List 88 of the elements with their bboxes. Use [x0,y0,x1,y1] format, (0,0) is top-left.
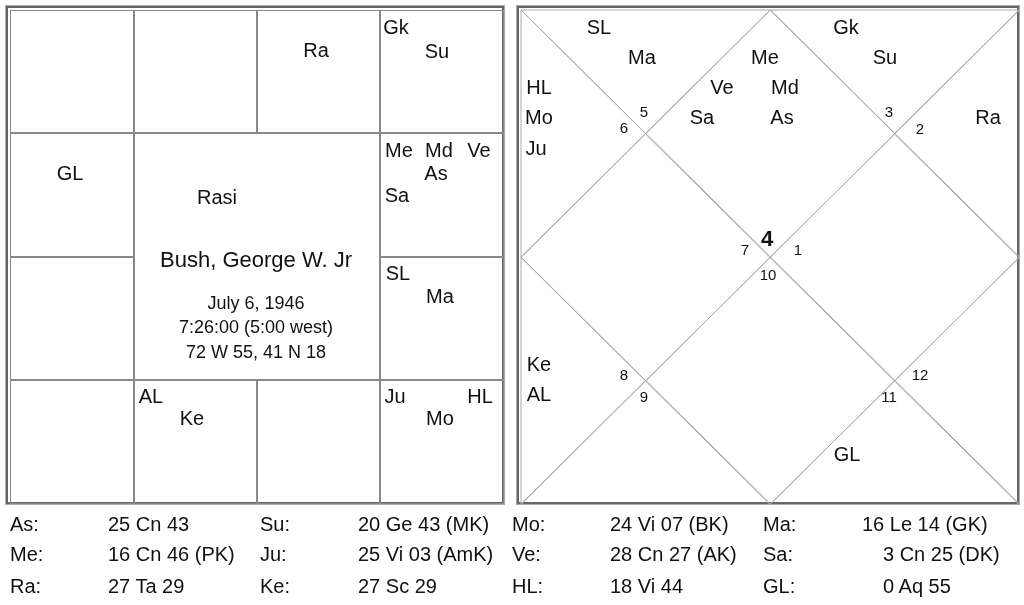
planet-label: HL [467,385,493,407]
planet-label: Ve [710,76,734,98]
planet-label: Me [385,139,413,161]
house-cell [10,133,134,257]
planet-label: Ma [426,285,454,307]
planet-label: Su [872,46,898,68]
house-number: 1 [793,241,803,259]
house-cell [257,10,380,133]
planet-key: Ve: [512,542,541,566]
planet-label: Md [771,76,799,98]
planet-label: Ke [526,353,552,375]
position-value: 27 Sc 29 [358,574,437,598]
house-cell [10,257,134,380]
house-number: 5 [639,103,649,121]
house-number: 11 [881,388,897,406]
house-number: 10 [759,266,777,284]
planet-key: Ju: [260,542,287,566]
position-value: 16 Le 14 (GK) [862,512,988,536]
house-number: 12 [911,366,929,384]
house-cell [257,380,380,504]
birth-details: 72 W 55, 41 N 18 [185,343,327,363]
planet-key: Ra: [10,574,42,598]
planet-key: As: [10,512,39,536]
house-number: 2 [915,120,925,138]
planet-key: Me: [10,542,44,566]
house-cell [380,257,504,380]
planet-label: Gk [833,16,859,38]
house-cell [380,380,504,504]
position-value: 0 Aq 55 [883,574,951,598]
house-cell [10,10,134,133]
planet-label: Su [424,40,450,62]
planet-label: AL [138,385,164,407]
house-cell [10,380,134,504]
planet-label: Sa [689,106,715,128]
planet-key: HL: [512,574,544,598]
position-value: 28 Cn 27 (AK) [610,542,737,566]
chart-frame [517,6,1019,504]
planet-label: Me [751,46,779,68]
position-value: 3 Cn 25 (DK) [883,542,1000,566]
position-value: 18 Vi 44 [610,574,684,598]
house-cell [134,380,257,504]
house-cell [380,10,504,133]
birth-details: 7:26:00 (5:00 west) [178,318,334,338]
planet-label: As [770,106,794,128]
house-cell [380,133,504,257]
planet-key: GL: [763,574,796,598]
position-value: 16 Cn 46 (PK) [108,542,235,566]
position-value: 25 Cn 43 [108,512,190,536]
planet-label: Sa [384,184,410,206]
chart-title: Rasi [197,186,237,208]
planet-label: Ra [975,106,1001,128]
planet-label: Gk [383,16,409,38]
house-number: 6 [619,119,629,137]
house-number: 9 [639,388,649,406]
planet-label: Ju [384,385,406,407]
planet-label: HL [526,76,552,98]
position-value: 27 Ta 29 [108,574,185,598]
position-value: 20 Ge 43 (MK) [358,512,490,536]
planet-label: SL [586,16,612,38]
planet-label: Ke [179,407,205,429]
house-number: 3 [884,103,894,121]
planet-label: Ra [303,39,329,61]
house-number: 7 [740,241,750,259]
planet-label: Mo [525,106,553,128]
planet-key: Su: [260,512,291,536]
house-cell [134,10,257,133]
planet-label: Ve [467,139,491,161]
planet-label: SL [385,262,411,284]
position-value: 24 Vi 07 (BK) [610,512,729,536]
planet-label: GL [833,443,861,465]
planet-label: Mo [426,407,454,429]
center-panel [134,133,380,380]
planet-key: Ke: [260,574,291,598]
position-value: 25 Vi 03 (AmK) [358,542,494,566]
house-number: 4 [760,226,774,252]
native-name: Bush, George W. Jr [160,247,352,273]
planet-label: Ma [628,46,656,68]
chart-frame [6,6,504,504]
planet-label: GL [56,162,84,184]
planet-key: Mo: [512,512,546,536]
planet-label: Md [425,139,453,161]
planet-label: As [424,162,448,184]
planet-key: Ma: [763,512,797,536]
planet-key: Sa: [763,542,794,566]
planet-label: AL [526,383,552,405]
planet-label: Ju [525,137,547,159]
house-number: 8 [619,366,629,384]
birth-details: July 6, 1946 [207,294,305,314]
